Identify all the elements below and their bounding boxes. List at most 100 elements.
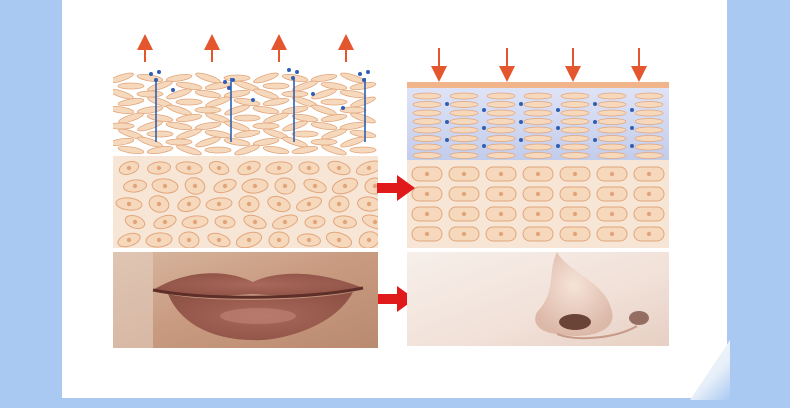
- skin-scale: [339, 122, 367, 130]
- skin-scale: [449, 101, 479, 108]
- cell-nucleus: [609, 211, 615, 217]
- skin-scale: [412, 143, 442, 151]
- cell-nucleus: [609, 231, 615, 237]
- skin-scale: [262, 98, 290, 106]
- cell-nucleus: [246, 165, 252, 171]
- water-droplet-icon: [341, 106, 345, 110]
- transition-arrow-photo: [377, 286, 415, 312]
- water-droplet-icon: [366, 70, 370, 74]
- water-droplet-icon: [556, 126, 560, 130]
- cell-nucleus: [366, 237, 372, 243]
- water-droplet-icon: [358, 72, 362, 76]
- skin-scale: [523, 101, 553, 108]
- skin-scale: [412, 92, 442, 100]
- water-droplet-icon: [519, 102, 523, 106]
- skin-scale: [560, 135, 590, 142]
- skin-scale: [195, 72, 221, 84]
- cell-nucleus: [336, 165, 342, 171]
- cell-nucleus: [306, 237, 312, 243]
- nose-closeup-photo: [407, 252, 669, 346]
- skin-scale: [311, 88, 337, 100]
- skin-scale: [523, 92, 553, 100]
- skin-scale: [253, 88, 279, 100]
- water-droplet-icon: [445, 102, 449, 106]
- cell-nucleus: [132, 219, 138, 225]
- skin-scale: [449, 92, 479, 100]
- cell-nucleus: [312, 219, 318, 225]
- skin-scale: [310, 122, 338, 130]
- skin-scale: [194, 122, 222, 130]
- skin-scale: [113, 88, 134, 100]
- cell-nucleus: [222, 219, 228, 225]
- skin-scale: [165, 122, 193, 130]
- cell-nucleus: [572, 231, 578, 237]
- skin-scale: [321, 144, 347, 156]
- cell-nucleus: [162, 219, 168, 225]
- water-droplet-icon: [231, 78, 235, 82]
- skin-scale: [117, 82, 145, 90]
- down-arrow-icon: [431, 48, 647, 82]
- skin-scale: [339, 90, 367, 98]
- water-droplet-icon: [291, 76, 295, 80]
- cell-nucleus: [282, 183, 288, 189]
- skin-scale: [412, 152, 442, 159]
- skin-scale: [560, 101, 590, 108]
- water-droplet-icon: [630, 126, 634, 130]
- skin-scale: [349, 146, 377, 154]
- skin-scale: [175, 114, 203, 122]
- cell-nucleus: [424, 211, 430, 217]
- skin-scale: [166, 88, 192, 100]
- cell-nucleus: [572, 211, 578, 217]
- skin-scale: [412, 135, 442, 142]
- cell-nucleus: [461, 231, 467, 237]
- skin-scale: [194, 90, 222, 98]
- cell-nucleus: [424, 171, 430, 177]
- cell-nucleus: [306, 201, 312, 207]
- skin-scale: [146, 146, 174, 154]
- skin-scale: [597, 135, 627, 142]
- skin-scale: [311, 104, 337, 116]
- skin-scale: [597, 101, 627, 108]
- cell-nucleus: [424, 231, 430, 237]
- water-droplet-icon: [445, 120, 449, 124]
- skin-scale: [137, 136, 163, 148]
- skin-scale: [634, 152, 664, 159]
- cell-nucleus: [366, 165, 372, 171]
- cell-nucleus: [646, 191, 652, 197]
- skin-scale: [252, 122, 280, 130]
- cell-nucleus: [162, 183, 168, 189]
- water-droplet-icon: [482, 108, 486, 112]
- cell-nucleus: [282, 219, 288, 225]
- skin-scale: [282, 136, 308, 148]
- skin-scale: [486, 135, 516, 142]
- water-droplet-icon: [519, 138, 523, 142]
- water-droplet-icon: [362, 78, 366, 82]
- cell-nucleus: [535, 191, 541, 197]
- skin-scale: [194, 106, 222, 114]
- skin-scale: [234, 144, 260, 156]
- cell-nucleus: [252, 219, 258, 225]
- skin-scale: [597, 143, 627, 151]
- water-droplet-icon: [295, 70, 299, 74]
- skin-scale: [281, 90, 309, 98]
- cell-nucleus: [646, 171, 652, 177]
- skin-scale: [195, 136, 221, 148]
- skin-scale: [449, 152, 479, 159]
- skin-scale: [291, 130, 319, 138]
- skin-scale: [486, 101, 516, 108]
- skin-scale: [310, 138, 338, 146]
- skin-scale: [597, 126, 627, 134]
- cell-nucleus: [461, 171, 467, 177]
- cell-nucleus: [246, 237, 252, 243]
- skin-scale: [560, 109, 590, 117]
- cell-nucleus: [372, 219, 378, 225]
- skin-scale: [321, 128, 347, 140]
- cell-nucleus: [216, 237, 222, 243]
- cell-nucleus: [646, 231, 652, 237]
- water-droplet-icon: [154, 78, 158, 82]
- water-droplet-icon: [171, 88, 175, 92]
- skin-scale: [634, 135, 664, 142]
- cell-nucleus: [126, 165, 132, 171]
- water-droplet-icon: [519, 120, 523, 124]
- skin-scale: [113, 138, 135, 146]
